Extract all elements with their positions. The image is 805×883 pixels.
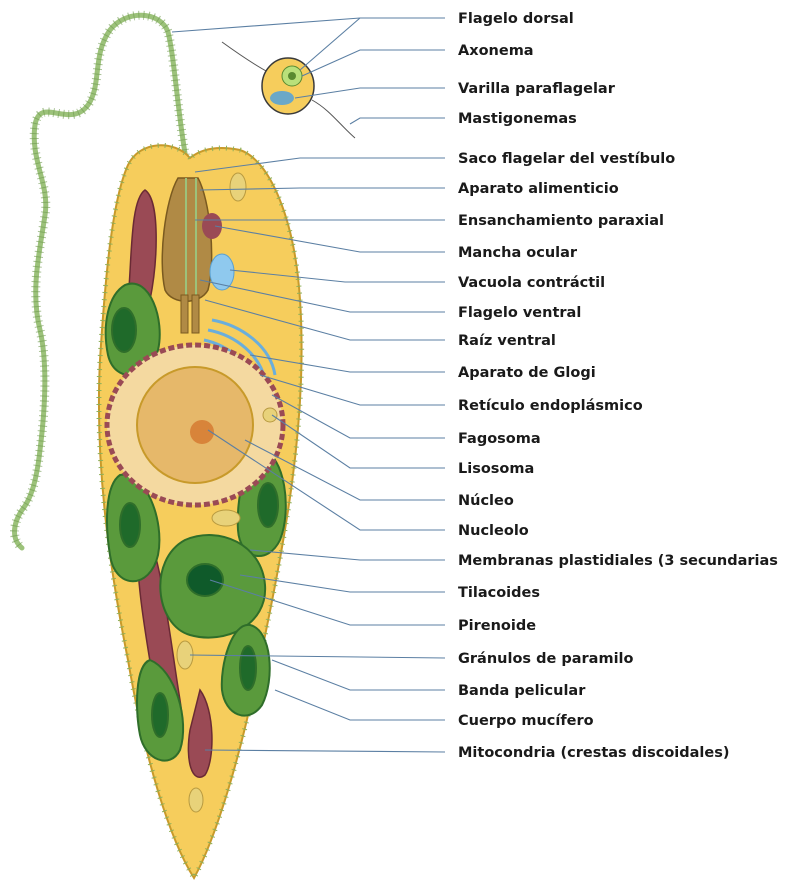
label-axonema: Axonema — [458, 43, 534, 59]
label-lisosoma: Lisosoma — [458, 461, 534, 477]
leader-line — [205, 750, 445, 752]
leader-line — [272, 660, 445, 690]
label-aparato-golgi: Aparato de Glogi — [458, 365, 596, 381]
label-mastigonemas: Mastigonemas — [458, 111, 577, 127]
label-membranas-plastidiales: Membranas plastidiales (3 secundarias — [458, 553, 778, 569]
label-varilla-paraflagelar: Varilla paraflagelar — [458, 81, 616, 97]
label-nucleolo: Nucleolo — [458, 523, 529, 539]
label-pirenoide: Pirenoide — [458, 618, 536, 634]
leader-line — [302, 50, 445, 76]
label-vacuola-contractil: Vacuola contráctil — [458, 275, 605, 291]
label-raiz-ventral: Raíz ventral — [458, 333, 556, 349]
labels: Flagelo dorsal Axonema Varilla paraflage… — [458, 11, 778, 761]
leader-line — [172, 18, 445, 32]
leader-line — [295, 88, 445, 98]
leader-line — [350, 118, 445, 124]
nucleus — [107, 345, 283, 505]
label-banda-pelicular: Banda pelicular — [458, 683, 586, 699]
label-mancha-ocular: Mancha ocular — [458, 245, 578, 261]
label-fagosoma: Fagosoma — [458, 431, 541, 447]
label-tilacoides: Tilacoides — [458, 585, 540, 601]
label-nucleo: Núcleo — [458, 493, 514, 509]
leader-line — [300, 18, 360, 70]
label-flagelo-dorsal: Flagelo dorsal — [458, 11, 574, 27]
flagellum-cross-section — [222, 42, 355, 138]
label-cuerpo-mucifero: Cuerpo mucífero — [458, 713, 594, 729]
label-reticulo-endoplasmico: Retículo endoplásmico — [458, 398, 643, 414]
label-saco-flagelar: Saco flagelar del vestíbulo — [458, 151, 675, 167]
label-ensanchamiento-paraxial: Ensanchamiento paraxial — [458, 213, 664, 229]
leader-line — [275, 690, 445, 720]
label-granulos-paramilo: Gránulos de paramilo — [458, 651, 634, 667]
label-aparato-alimenticio: Aparato alimenticio — [458, 181, 619, 197]
label-mitocondria: Mitocondria (crestas discoidales) — [458, 745, 729, 761]
label-flagelo-ventral: Flagelo ventral — [458, 305, 581, 321]
